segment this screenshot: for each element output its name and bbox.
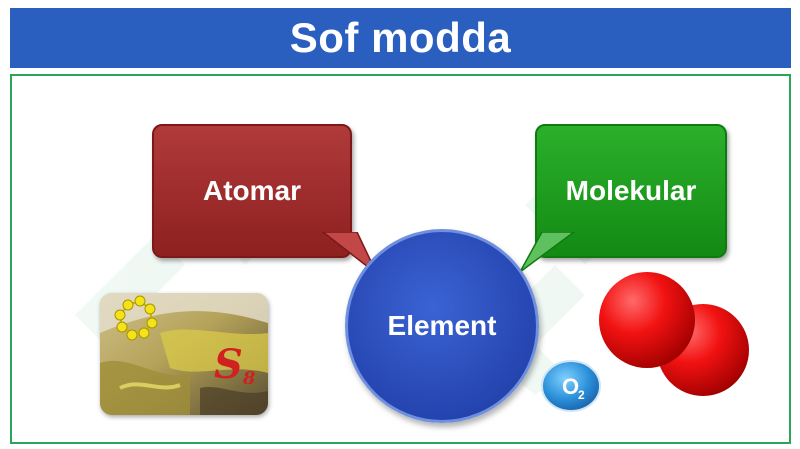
oxygen-molecule-icon [599,272,749,396]
element-label: Element [387,310,497,341]
sulfur-ring-icon [114,295,158,341]
sulfur-photo [100,293,268,415]
oxygen-badge-icon: O 2 [541,360,601,412]
atomar-label: Atomar [202,175,301,206]
molekular-label: Molekular [565,175,697,206]
svg-text:O: O [562,374,579,399]
molekular-box: Molekular [535,124,727,258]
sulfur-formula: S8 [214,341,256,389]
page-title: Sof modda [289,14,512,61]
title-bar: Sof modda [10,8,791,68]
element-circle: Element [345,229,539,423]
atomar-box: Atomar [152,124,352,258]
svg-text:2: 2 [578,388,585,402]
atomar-arrow-icon [321,232,378,275]
molekular-arrow-icon [519,232,576,273]
